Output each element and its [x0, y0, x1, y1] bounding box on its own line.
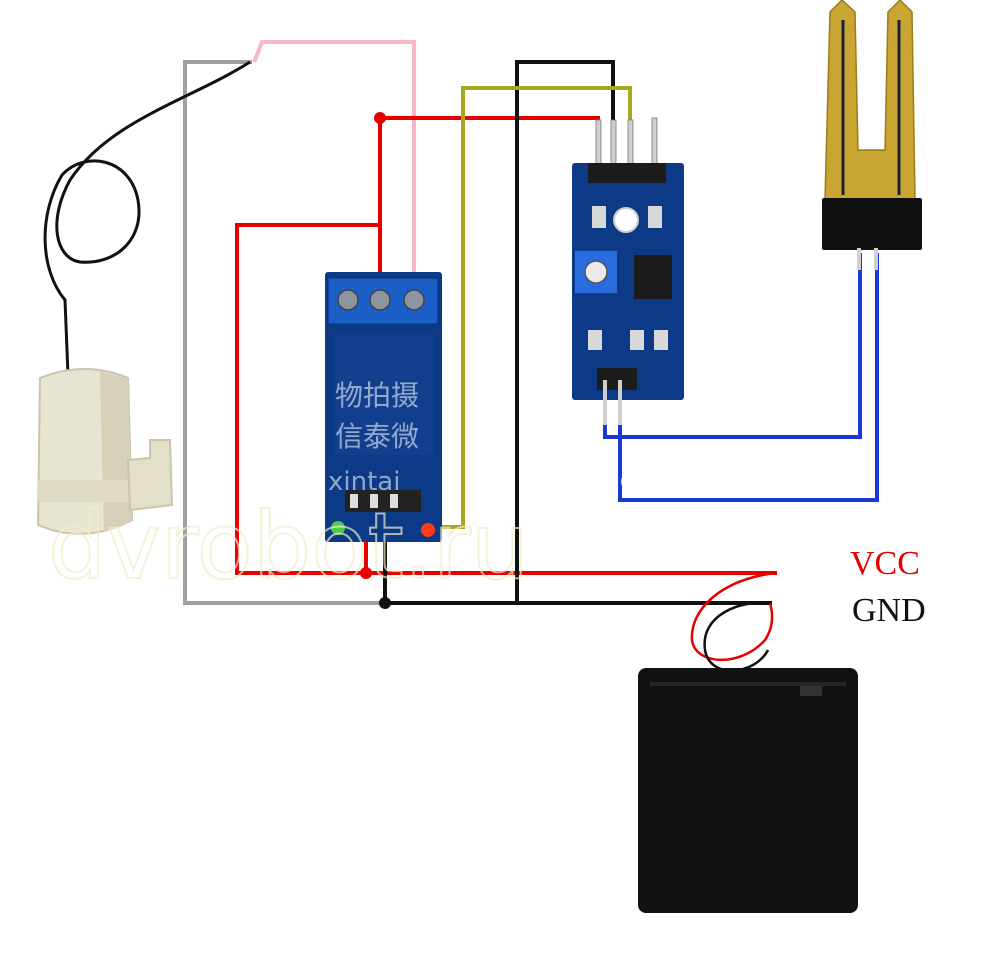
- probe-fork: [824, 0, 916, 201]
- sensor-pin: [595, 119, 602, 169]
- sensor-pin: [610, 119, 617, 169]
- battery-case: [638, 668, 858, 913]
- sensor-pin: [627, 119, 634, 169]
- junction-dot: [374, 112, 386, 124]
- vcc-label: VCC: [850, 545, 920, 582]
- terminal-screw: [403, 289, 425, 311]
- comparator-chip: [634, 255, 672, 299]
- watermark-cn-line2: 信泰微: [335, 420, 419, 453]
- watermark-domain-suffix: .com: [612, 466, 671, 494]
- relay-pin: [390, 494, 398, 508]
- relay-pin: [370, 494, 378, 508]
- soil-moisture-probe: [822, 0, 922, 270]
- probe-header: [822, 198, 922, 250]
- pump-base: [38, 480, 134, 502]
- gray-wire: [183, 60, 387, 605]
- watermark-site: dvrobot.ru: [48, 493, 529, 600]
- relay-module: [325, 272, 442, 542]
- relay-cube: [333, 335, 433, 455]
- led-red: [421, 523, 435, 537]
- potentiometer-knob: [584, 260, 608, 284]
- pump-cable: [43, 60, 251, 376]
- black-wire-gnd: [515, 60, 615, 605]
- battery-leads: [703, 601, 771, 672]
- led-green: [331, 521, 345, 535]
- junction-dot: [379, 597, 391, 609]
- watermark-cn-line1: 物拍摄: [335, 379, 419, 412]
- smd-part: [592, 206, 606, 228]
- watermark: 物拍摄 信泰微 xintai .com dvrobot.ru: [47, 379, 671, 601]
- sensor-pin: [618, 380, 622, 425]
- smd-part: [588, 330, 602, 350]
- smd-part: [648, 206, 662, 228]
- watermark-brand: xintai: [328, 467, 400, 497]
- blue-wire-probe-b: [618, 253, 879, 502]
- sensor-pin-header-top: [588, 163, 666, 183]
- wires: [183, 40, 879, 609]
- terminal-screw: [337, 289, 359, 311]
- pump-outlet: [126, 439, 174, 512]
- red-wire-vcc-loop: [235, 223, 777, 575]
- sensor-mount-hole: [613, 207, 639, 233]
- probe-pin: [857, 248, 861, 270]
- water-pump: [36, 60, 251, 535]
- smd-part: [630, 330, 644, 350]
- relay-pin-header: [345, 490, 421, 512]
- terminal-screw: [369, 289, 391, 311]
- junction-dot: [360, 567, 372, 579]
- relay-pin: [350, 494, 358, 508]
- battery-lid-edge: [650, 682, 846, 686]
- moisture-sensor-module: [572, 117, 684, 425]
- pink-wire: [252, 40, 416, 302]
- battery-box: [638, 571, 858, 913]
- sensor-pin: [603, 380, 607, 425]
- probe-pin: [874, 248, 878, 270]
- gnd-label: GND: [852, 592, 926, 629]
- smd-part: [654, 330, 668, 350]
- sensor-pin: [651, 117, 658, 169]
